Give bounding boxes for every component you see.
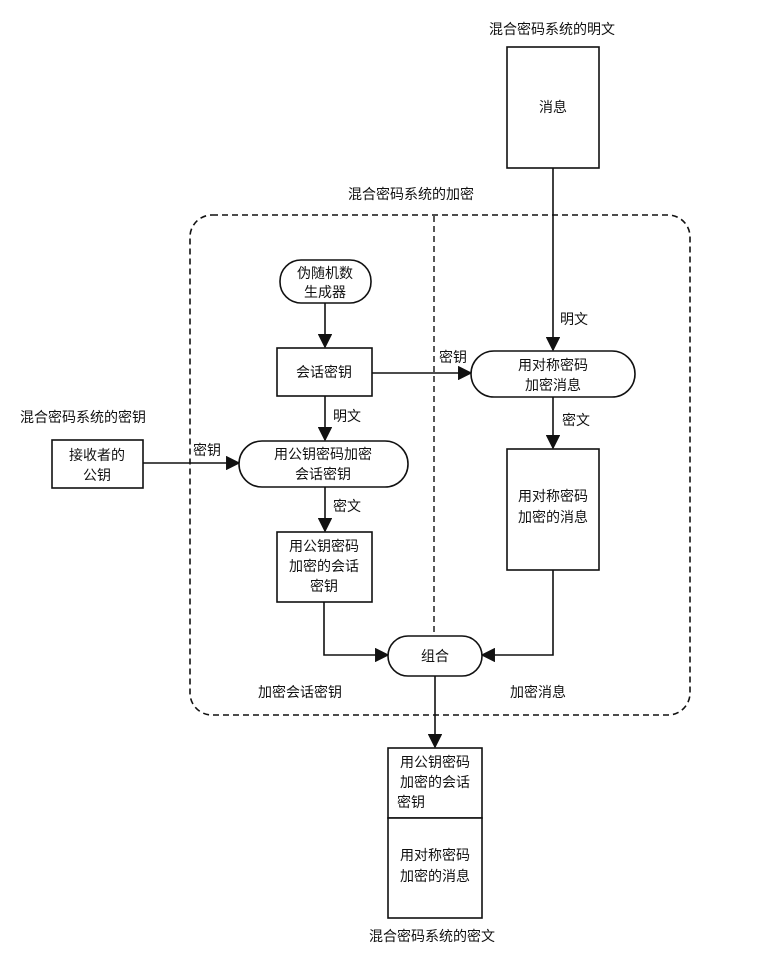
pk-encrypt-line1: 用公钥密码加密	[274, 446, 372, 463]
prng-line2: 生成器	[304, 285, 346, 301]
plaintext-title: 混合密码系统的明文	[489, 21, 615, 38]
edge-label-key-top: 密钥	[439, 349, 467, 366]
encrypted-message-box	[506, 448, 600, 571]
message-box	[506, 46, 600, 169]
receiver-pubkey-line1: 接收者的	[69, 447, 125, 464]
arrow-enckey-to-combine	[323, 602, 390, 663]
sym-encrypt-line1: 用对称密码	[518, 357, 588, 374]
output-msg-line2: 加密的消息	[400, 868, 470, 885]
output-key-line1: 用公钥密码	[400, 754, 470, 771]
arrow-encmsg-to-combine	[480, 570, 554, 663]
edge-label-cipher-right: 密文	[562, 412, 590, 429]
encryption-title: 混合密码系统的加密	[348, 186, 474, 203]
encrypted-key-line3: 密钥	[310, 578, 338, 595]
edge-label-key-left: 密钥	[193, 442, 221, 459]
output-msg-line1: 用对称密码	[400, 847, 470, 864]
output-msg-box	[387, 817, 483, 919]
combine-label: 组合	[421, 649, 449, 665]
receiver-pubkey-line2: 公钥	[83, 468, 111, 484]
key-title: 混合密码系统的密钥	[20, 409, 146, 426]
receiver-pubkey-box	[51, 439, 144, 489]
encrypted-message-line2: 加密的消息	[518, 509, 588, 526]
sym-encrypt-line2: 加密消息	[525, 377, 581, 394]
message-label: 消息	[539, 99, 567, 116]
encrypted-key-line1: 用公钥密码	[289, 538, 359, 555]
output-key-line3: 密钥	[397, 794, 425, 811]
edge-label-plaintext-left: 明文	[333, 409, 361, 425]
prng-line1: 伪随机数	[297, 266, 353, 282]
session-key-label: 会话密钥	[296, 364, 352, 381]
edge-label-plaintext-top: 明文	[560, 312, 588, 328]
output-key-line2: 加密的会话	[400, 774, 470, 791]
encrypted-key-line2: 加密的会话	[289, 558, 359, 575]
session-key-box	[276, 347, 373, 397]
encrypted-key-box	[276, 531, 373, 603]
pk-encrypt-line2: 会话密钥	[295, 466, 351, 483]
ciphertext-title: 混合密码系统的密文	[369, 928, 495, 945]
region-label-left: 加密会话密钥	[258, 684, 342, 701]
encrypted-message-line1: 用对称密码	[518, 488, 588, 505]
output-key-box	[387, 747, 483, 819]
region-label-right: 加密消息	[510, 684, 566, 701]
edge-label-cipher-left: 密文	[333, 498, 361, 515]
pk-encrypt-node	[238, 440, 409, 488]
